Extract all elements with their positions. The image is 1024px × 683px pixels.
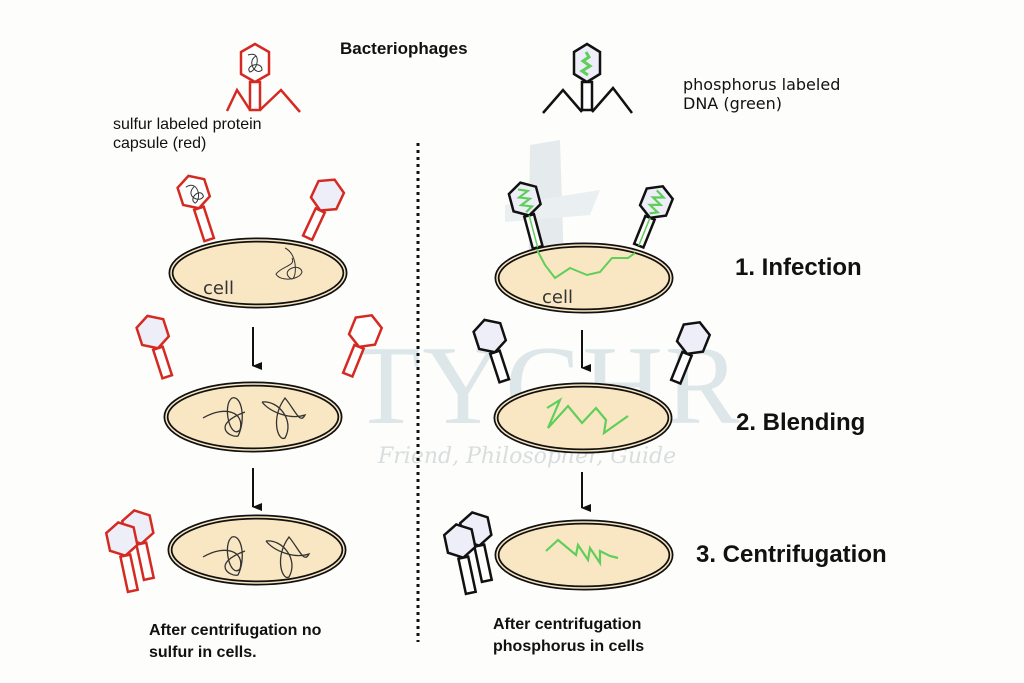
left-phage-detached-1 bbox=[135, 314, 174, 380]
diagram-title: Bacteriophages bbox=[340, 39, 468, 58]
result-right-line1: After centrifugation bbox=[493, 616, 642, 633]
left-cell-blending bbox=[163, 381, 343, 453]
right-phage-detached-2 bbox=[669, 320, 712, 386]
step-centrifugation: 3. Centrifugation bbox=[696, 541, 887, 568]
cell-label-left: cell bbox=[203, 278, 234, 299]
phosphorus-phage-legend bbox=[542, 42, 633, 114]
result-left-line2: sulfur in cells. bbox=[149, 644, 257, 661]
left-phage-pellet bbox=[104, 508, 156, 594]
right-phage-attached-1 bbox=[507, 181, 545, 251]
left-cell-centrifugation bbox=[167, 514, 347, 586]
phosphorus-label-line1: phosphorus labeled bbox=[683, 75, 841, 94]
right-cell-centrifugation bbox=[494, 519, 674, 591]
step-infection: 1. Infection bbox=[735, 254, 862, 281]
left-phage-attached-2 bbox=[301, 178, 346, 242]
result-right-line2: phosphorus in cells bbox=[493, 638, 645, 655]
sulfur-label-line1: sulfur labeled protein bbox=[113, 116, 262, 133]
result-left-line1: After centrifugation no bbox=[149, 622, 322, 639]
right-cell-blending bbox=[493, 382, 673, 454]
right-phage-attached-2 bbox=[632, 184, 675, 250]
cell-label-right: cell bbox=[542, 287, 573, 308]
result-right: After centrifugation phosphorus in cells bbox=[493, 614, 644, 658]
sulfur-phage-legend bbox=[225, 42, 301, 113]
sulfur-label: sulfur labeled protein capsule (red) bbox=[113, 115, 262, 153]
right-cell-infection bbox=[494, 242, 674, 314]
left-cell-infection bbox=[168, 237, 348, 309]
phosphorus-label-line2: DNA (green) bbox=[683, 94, 783, 113]
left-phage-detached-2 bbox=[341, 313, 384, 379]
step-blending: 2. Blending bbox=[736, 409, 866, 436]
left-phage-attached-1 bbox=[176, 174, 216, 243]
result-left: After centrifugation no sulfur in cells. bbox=[149, 620, 321, 664]
phosphorus-label: phosphorus labeled DNA (green) bbox=[683, 75, 840, 113]
right-phage-detached-1 bbox=[472, 318, 511, 384]
right-phage-pellet bbox=[442, 510, 494, 596]
sulfur-label-line2: capsule (red) bbox=[113, 135, 207, 152]
